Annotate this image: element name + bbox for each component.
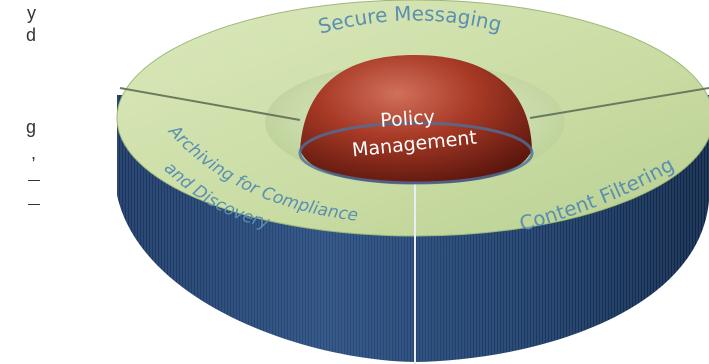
dome-base-rim: [298, 121, 534, 185]
divider-right: [529, 87, 709, 119]
fragment-text: ,: [30, 143, 36, 163]
left-text-fragments: y d g ,: [0, 0, 40, 364]
fragment-text: d: [25, 25, 36, 45]
fragment-line: [28, 180, 40, 181]
dome-label-line1: Policy: [380, 106, 436, 132]
fragment-line: [28, 204, 40, 205]
policy-management-dome: [300, 55, 532, 184]
fragment-text: g: [25, 117, 36, 137]
fragment-text: y: [27, 3, 36, 23]
divider-left: [119, 87, 301, 121]
